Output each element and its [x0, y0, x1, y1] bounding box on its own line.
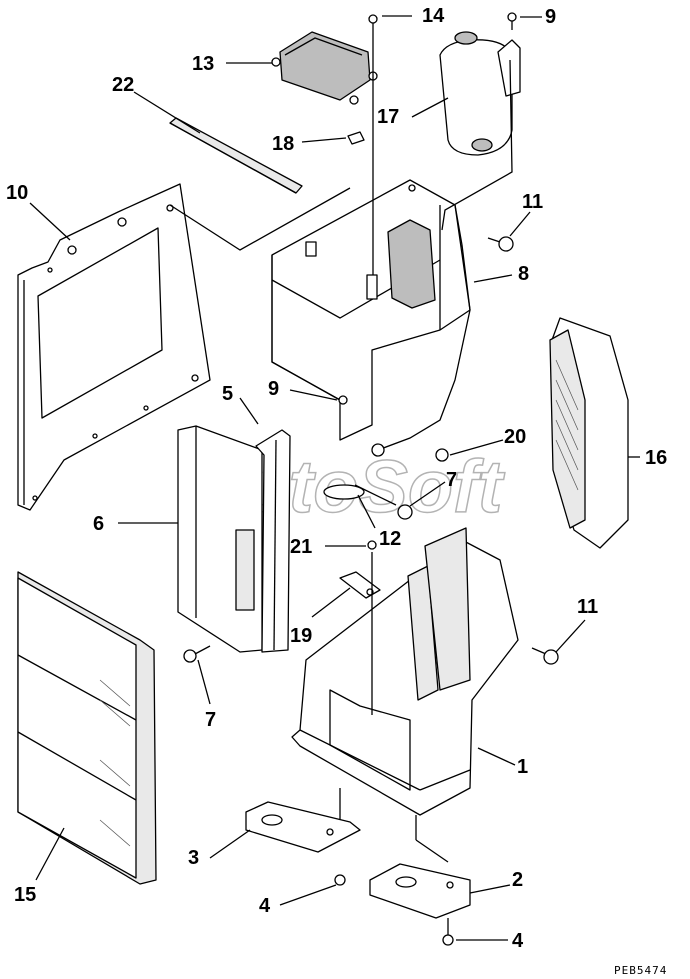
callout-15: 15: [14, 884, 36, 906]
callout-labels: 14 9 13 22 17 18 10 11 8 9 5 20 16 7 6 1…: [6, 5, 667, 952]
part-18-grommet: [347, 131, 365, 145]
callout-12: 12: [379, 528, 401, 550]
callout-8: 8: [518, 263, 529, 285]
callout-7-left: 7: [205, 709, 216, 731]
part-9-screw-top: [507, 12, 517, 30]
callout-16: 16: [645, 447, 667, 469]
callout-1: 1: [517, 756, 528, 778]
part-10-side-plate: [17, 183, 211, 511]
part-7-bolt-left: [183, 645, 211, 663]
callout-9-mid: 9: [268, 378, 279, 400]
part-19-clip: [339, 571, 381, 599]
part-4-screw-upper: [334, 874, 346, 886]
part-2-bracket: [369, 863, 471, 919]
part-5-strip: [255, 429, 291, 653]
part-8-upper-frame: [271, 179, 471, 457]
callout-22: 22: [112, 74, 134, 96]
part-21-screw: [367, 540, 377, 550]
part-1-lower-box: [291, 527, 519, 816]
part-11-bolt-lower: [531, 647, 559, 665]
part-13-bracket-clip: [271, 31, 378, 105]
callout-20: 20: [504, 426, 526, 448]
part-11-bolt-upper: [487, 236, 514, 252]
callout-14: 14: [422, 5, 445, 27]
part-9-screw-mid: [338, 395, 348, 405]
callout-9-top: 9: [545, 6, 556, 28]
part-12-clamp: [323, 484, 397, 506]
callout-13: 13: [192, 53, 214, 75]
callout-11-upper: 11: [522, 191, 543, 213]
callout-21: 21: [290, 536, 312, 558]
part-3-bracket: [245, 801, 361, 853]
callout-5: 5: [222, 383, 233, 405]
callout-4-lower: 4: [512, 930, 524, 952]
callout-19: 19: [290, 625, 312, 647]
callout-18: 18: [272, 133, 294, 155]
callout-6: 6: [93, 513, 104, 535]
callout-4-upper: 4: [259, 895, 271, 917]
part-7-bolt-right: [397, 504, 413, 520]
part-4-screw-lower: [442, 934, 454, 946]
callout-10: 10: [6, 182, 28, 204]
part-16-filter-element: [549, 317, 629, 549]
callout-11-lower: 11: [577, 596, 598, 618]
part-17-reservoir-tank: [439, 31, 521, 156]
callout-17: 17: [377, 106, 399, 128]
callout-3: 3: [188, 847, 199, 869]
part-14-screw: [368, 14, 378, 34]
part-15-filter-element: [17, 571, 157, 885]
part-22-strip: [169, 117, 303, 194]
callout-7-right: 7: [446, 469, 457, 491]
drawing-code: PEB5474: [614, 964, 667, 977]
leader-lines: [29, 15, 640, 941]
callout-2: 2: [512, 869, 523, 891]
part-20-nut: [435, 448, 449, 462]
part-6-panel: [177, 425, 263, 653]
